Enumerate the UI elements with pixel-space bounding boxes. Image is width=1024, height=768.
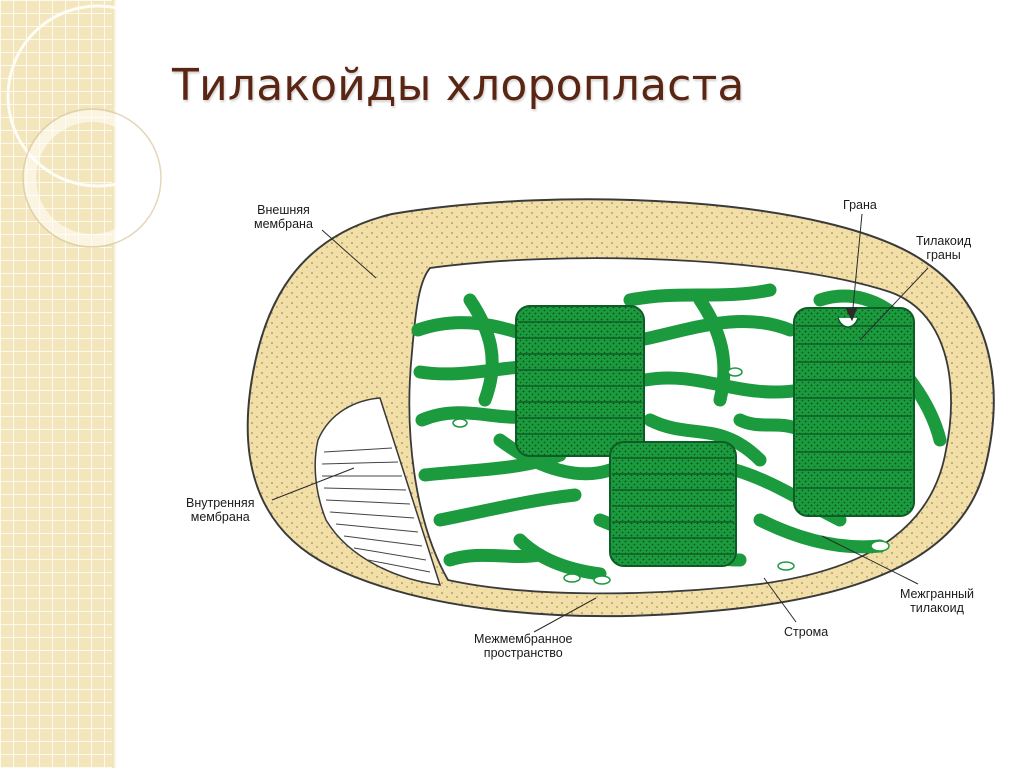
label-stroma: Строма xyxy=(784,625,828,639)
label-intergranal-thylakoid-line2: тилакоид xyxy=(910,601,964,615)
decorative-circles xyxy=(6,4,190,248)
slide-title: Тилакойды хлоропласта xyxy=(172,60,745,111)
label-outer-membrane: Внешняя мембрана xyxy=(254,203,313,231)
granum-center xyxy=(609,441,737,567)
label-outer-membrane-line2: мембрана xyxy=(254,217,313,231)
label-inner-membrane: Внутренняя мембрана xyxy=(186,496,254,524)
label-intermembrane-space-line2: пространство xyxy=(483,646,563,660)
label-inner-membrane-line1: Внутренняя xyxy=(186,496,255,510)
inner-membrane-lines xyxy=(321,447,431,573)
leader-outer-membrane xyxy=(321,229,377,279)
side-strip-edge xyxy=(112,0,116,768)
label-granum-line1: Грана xyxy=(843,198,877,212)
label-granum: Грана xyxy=(843,198,877,212)
label-intermembrane-space-line1: Межмембранное xyxy=(474,632,573,646)
leader-granum-arrow xyxy=(845,306,858,322)
decorative-circle-small xyxy=(24,110,160,246)
inner-membrane-lamellae xyxy=(314,397,442,586)
label-intergranal-thylakoid-line1: Межгранный xyxy=(900,587,974,601)
leader-intergranal-thylakoid xyxy=(821,535,919,585)
leader-stroma xyxy=(763,577,797,623)
leader-granum-thylakoid xyxy=(859,267,929,341)
label-granum-thylakoid-line1: Тилакоид xyxy=(916,234,972,248)
leader-lines xyxy=(271,213,929,633)
leader-inner-membrane xyxy=(271,467,355,501)
granum-right xyxy=(793,307,915,517)
leader-intermembrane-space xyxy=(533,597,597,633)
leader-granum xyxy=(851,213,863,319)
label-outer-membrane-line1: Внешняя xyxy=(257,203,310,217)
intergranal-thylakoid-network xyxy=(411,283,947,581)
label-stroma-line1: Строма xyxy=(784,625,829,639)
label-granum-thylakoid: Тилакоид граны xyxy=(916,234,971,262)
label-inner-membrane-line2: мембрана xyxy=(190,510,250,524)
label-intergranal-thylakoid: Межгранный тилакоид xyxy=(900,587,974,615)
decorative-circle-large xyxy=(6,4,190,188)
label-granum-thylakoid-line2: граны xyxy=(926,248,961,262)
label-intermembrane-space: Межмембранное пространство xyxy=(474,632,573,660)
granum-left xyxy=(515,305,645,457)
decorative-circle-small-outline xyxy=(22,108,162,248)
